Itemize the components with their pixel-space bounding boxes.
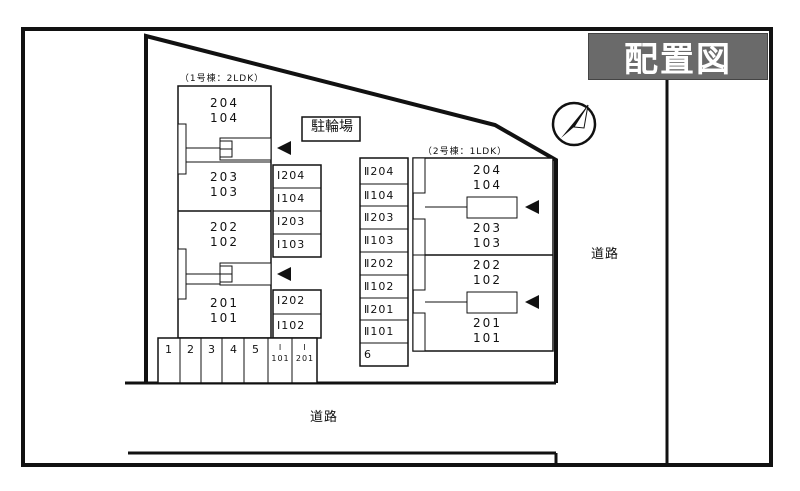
road-label-bottom: 道路	[310, 410, 339, 425]
bike-slot: Ⅱ102	[364, 280, 395, 293]
bike-slot: 4	[230, 343, 238, 356]
bike-slot: Ⅱ204	[364, 165, 395, 178]
building2-unit: 201 101	[473, 316, 502, 345]
bike-slot: 5	[252, 343, 260, 356]
property-boundary	[144, 33, 558, 383]
bike-slot: Ⅱ202	[364, 257, 395, 270]
bike-slot: Ⅰ203	[277, 215, 306, 228]
bicycle-parking-label: 駐輪場	[311, 119, 353, 135]
building2-unit: 202 102	[473, 258, 502, 287]
bike-slot: Ⅰ 101	[271, 343, 290, 363]
building2-unit: 203 103	[473, 221, 502, 250]
bike-slot: Ⅱ103	[364, 234, 395, 247]
bike-slot: Ⅰ103	[277, 238, 306, 251]
bike-slot: 6	[364, 348, 372, 361]
bike-slot: Ⅰ104	[277, 192, 306, 205]
bike-slot: Ⅰ 201	[295, 343, 315, 363]
building1-caption: （1号棟：2LDK）	[179, 74, 265, 84]
road-label-right: 道路	[591, 247, 620, 262]
building1-unit: 202 102	[210, 220, 239, 249]
bike-slot: Ⅱ203	[364, 211, 395, 224]
bike-slot: 3	[208, 343, 216, 356]
bike-slot: Ⅰ102	[277, 319, 306, 332]
entrance-arrow	[277, 141, 291, 155]
building2-unit: 204 104	[473, 163, 502, 192]
bike-slot: Ⅱ101	[364, 325, 395, 338]
map-frame	[21, 27, 773, 467]
building1-unit: 204 104	[210, 96, 239, 125]
page-title: 配置図	[588, 33, 768, 80]
bike-slot: 2	[187, 343, 195, 356]
building1-unit: 203 103	[210, 170, 239, 199]
bike-slot: Ⅱ104	[364, 189, 395, 202]
bike-slot: 1	[165, 343, 173, 356]
bike-slot: Ⅰ202	[277, 294, 306, 307]
north-compass-icon	[551, 101, 597, 147]
bike-slot: Ⅱ201	[364, 303, 395, 316]
bike-slot: Ⅰ204	[277, 169, 306, 182]
building2-caption: （2号棟：1LDK）	[422, 147, 508, 157]
building1-unit: 201 101	[210, 296, 239, 325]
building1-outline	[177, 85, 272, 339]
